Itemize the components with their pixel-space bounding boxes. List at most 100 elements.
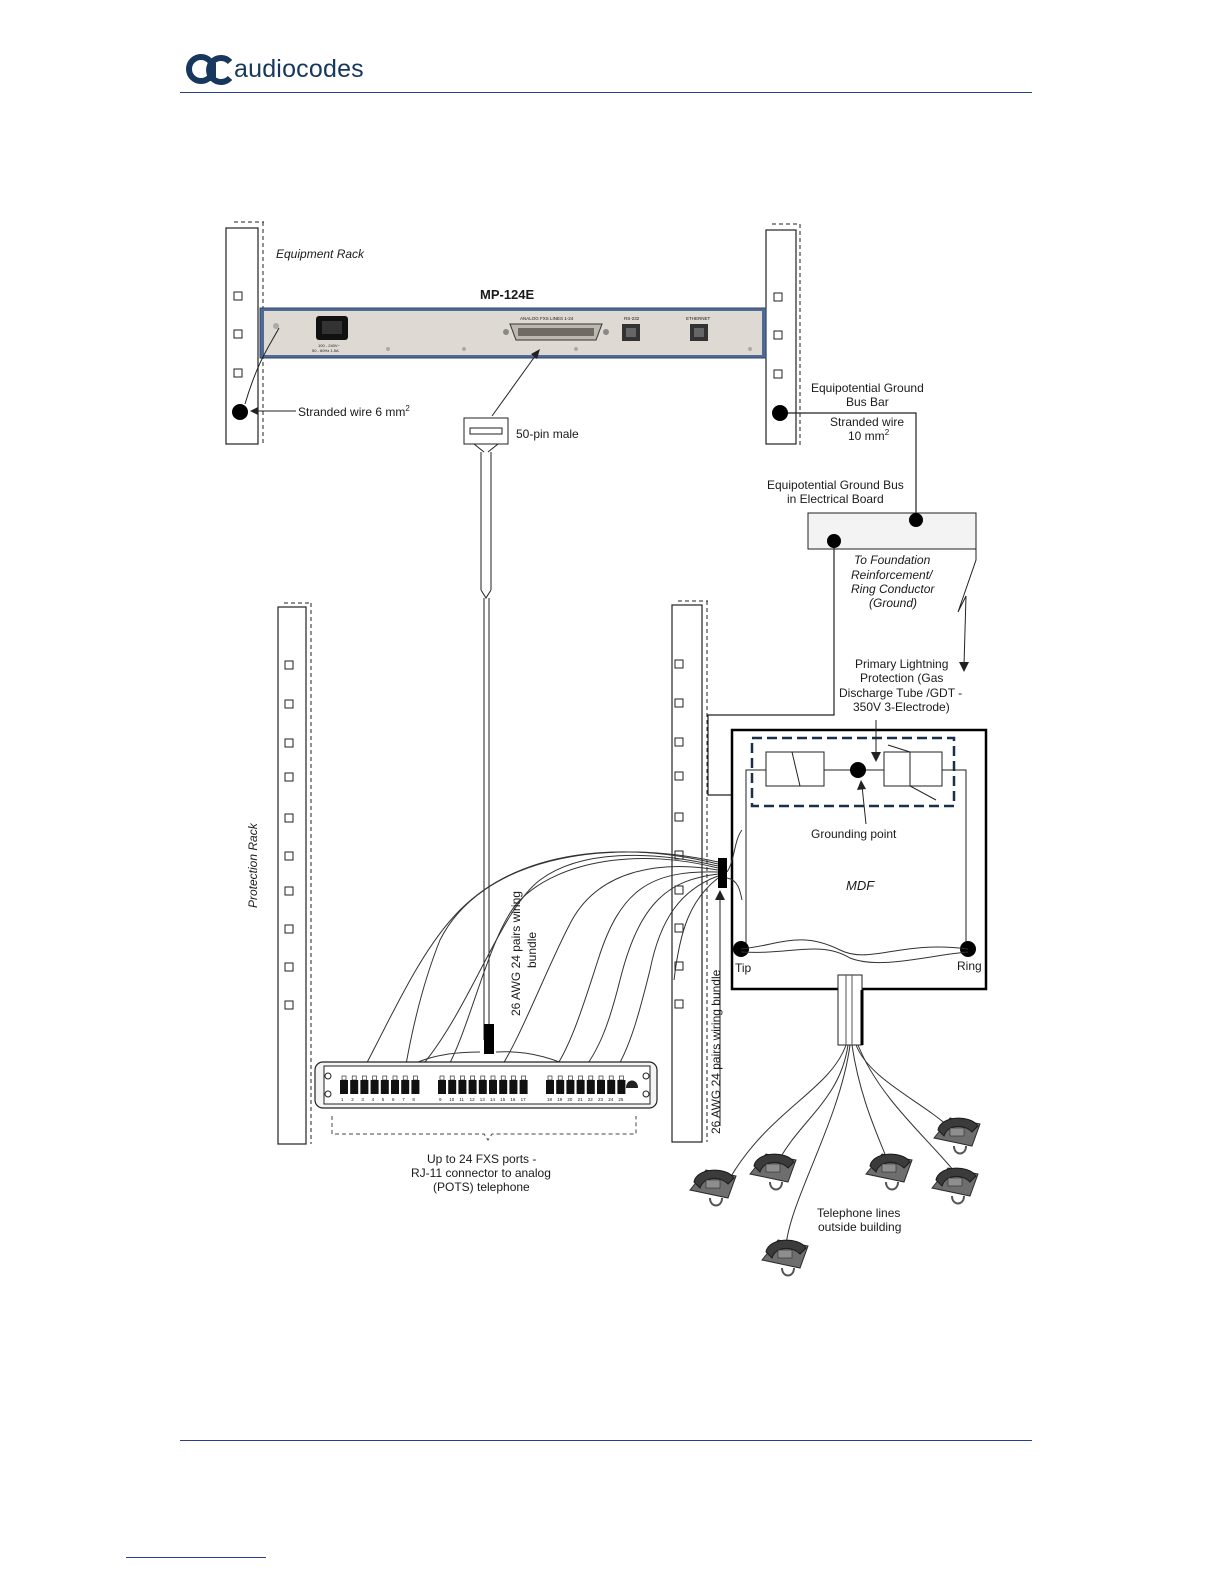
rj11-port-icon — [509, 1080, 518, 1094]
port-number-label: 3 — [361, 1097, 364, 1102]
bundle-clamp-icon — [718, 858, 727, 888]
rj11-port-icon — [597, 1080, 605, 1094]
port-number-label: 8 — [412, 1097, 415, 1102]
stranded-wire-10-label-1: Stranded wire — [830, 415, 904, 429]
eq-bus-bar-label-2: Bus Bar — [846, 395, 889, 409]
mdf-label: MDF — [846, 878, 875, 893]
port-number-label: 19 — [557, 1097, 563, 1102]
telephone-icon — [933, 1117, 981, 1155]
rj11-port-icon — [438, 1080, 446, 1094]
tip-label: Tip — [735, 961, 752, 975]
ground-point-icon — [827, 534, 841, 548]
logo-text: audiocodes — [234, 54, 364, 83]
rj11-port-icon — [401, 1080, 410, 1094]
telephone-icon — [865, 1153, 913, 1191]
port-number-label: 5 — [382, 1097, 385, 1102]
equipment-rack-right-rail — [765, 223, 801, 446]
protection-rack-label: Protection Rack — [246, 822, 260, 908]
port-number-label: 11 — [459, 1097, 464, 1102]
header-rule — [180, 92, 1032, 93]
port-number-label: 16 — [510, 1097, 516, 1102]
rj11-port-icon — [556, 1080, 565, 1094]
telephone-icon — [761, 1239, 809, 1277]
rj11-port-icon — [499, 1080, 508, 1094]
bundle-upper-label-2: bundle — [525, 932, 539, 968]
rj11-port-icon — [411, 1080, 420, 1094]
primary-protection-label-3: Discharge Tube /GDT - — [839, 686, 962, 700]
port-number-label: 1 — [341, 1097, 344, 1102]
footer-rule — [180, 1440, 1032, 1441]
audiocodes-logo-icon — [186, 54, 232, 85]
footer-link-underline — [126, 1557, 266, 1558]
device-name: MP-124E — [480, 287, 535, 302]
rj11-port-icon — [448, 1080, 457, 1094]
equipment-rack-label: Equipment Rack — [276, 247, 365, 261]
ethernet-label: ETHERNET — [686, 316, 711, 321]
telephone-icon — [689, 1169, 737, 1207]
rj11-port-icon — [519, 1080, 528, 1094]
mdf-box — [730, 720, 988, 991]
port-number-label: 17 — [521, 1097, 527, 1102]
ground-point-icon — [232, 404, 248, 420]
eq-bus-eb-label-2: in Electrical Board — [787, 492, 884, 506]
rj11-port-icon — [566, 1080, 575, 1094]
port-number-label: 14 — [490, 1097, 496, 1102]
equipment-rack-left-rail — [225, 221, 264, 446]
ground-point-icon — [772, 405, 788, 421]
rj11-port-icon — [617, 1080, 626, 1094]
primary-protection-label-4: 350V 3-Electrode) — [853, 700, 950, 714]
primary-protection-label-2: Protection (Gas — [860, 671, 943, 685]
port-number-label: 13 — [480, 1097, 486, 1102]
eq-bus-bar-label-1: Equipotential Ground — [811, 381, 924, 395]
telephone-lines — [729, 1044, 959, 1247]
power-label-1: 100 - 240V~ — [318, 343, 341, 348]
grounding-point-icon — [850, 762, 866, 778]
port-number-label: 25 — [618, 1097, 624, 1102]
wiring-bundle — [361, 851, 719, 1077]
audiocodes-logo: audiocodes — [186, 52, 364, 86]
rj11-port-icon — [370, 1080, 379, 1094]
port-number-label: 22 — [588, 1097, 594, 1102]
mp-124e-device: 100 - 240V~ 50 - 60Hz 1.5A ANALOG FXS LI… — [259, 307, 767, 359]
rj11-port-icon — [478, 1080, 487, 1094]
power-label-2: 50 - 60Hz 1.5A — [312, 348, 339, 353]
rj11-port-icon — [586, 1080, 595, 1094]
stranded-wire-10-label-2: 10 mm2 — [848, 428, 890, 443]
telephone-lines-label-1: Telephone lines — [817, 1206, 900, 1220]
rs232-label: RS-232 — [624, 316, 640, 321]
port-number-label: 9 — [439, 1097, 442, 1102]
port-number-label: 10 — [449, 1097, 455, 1102]
rj11-port-icon — [391, 1080, 399, 1094]
port-number-label: 24 — [608, 1097, 614, 1102]
rj11-port-icon — [340, 1080, 348, 1094]
rj11-port-icon — [360, 1080, 369, 1094]
telephone-lines-label-2: outside building — [818, 1220, 901, 1234]
ground-point-icon — [909, 513, 923, 527]
telephone-icon — [626, 1080, 638, 1088]
eq-bus-eb-label-1: Equipotential Ground Bus — [767, 478, 904, 492]
ring-label: Ring — [957, 959, 982, 973]
grounding-point-label: Grounding point — [811, 827, 897, 841]
50-pin-connector — [463, 417, 509, 1054]
fxs-label-2: RJ-11 connector to analog — [411, 1166, 551, 1180]
rj11-port-icon — [380, 1080, 389, 1094]
bundle-upper-label-1: 26 AWG 24 pairs wiring — [509, 891, 523, 1016]
foundation-label-1: To Foundation — [854, 553, 931, 567]
rj11-port-icon — [489, 1080, 497, 1094]
foundation-label-4: (Ground) — [869, 596, 917, 610]
rj11-port-icon — [607, 1080, 616, 1094]
port-number-label: 7 — [402, 1097, 405, 1102]
protection-rack-right-rail — [671, 600, 708, 1143]
stranded-wire-6-label: Stranded wire 6 mm2 — [298, 404, 410, 419]
port-number-label: 15 — [500, 1097, 506, 1102]
protection-rack-left-rail — [277, 602, 312, 1145]
telephone-icon — [749, 1153, 797, 1191]
rj11-port-icon — [468, 1080, 477, 1094]
rj11-port-icon — [458, 1080, 467, 1094]
bundle-lower-label: 26 AWG 24 pairs wiring bundle — [709, 969, 723, 1134]
fxs-label-1: Up to 24 FXS ports - — [427, 1152, 536, 1166]
port-number-label: 2 — [351, 1097, 354, 1102]
port-number-label: 23 — [598, 1097, 604, 1102]
rj11-port-icon — [546, 1080, 554, 1094]
